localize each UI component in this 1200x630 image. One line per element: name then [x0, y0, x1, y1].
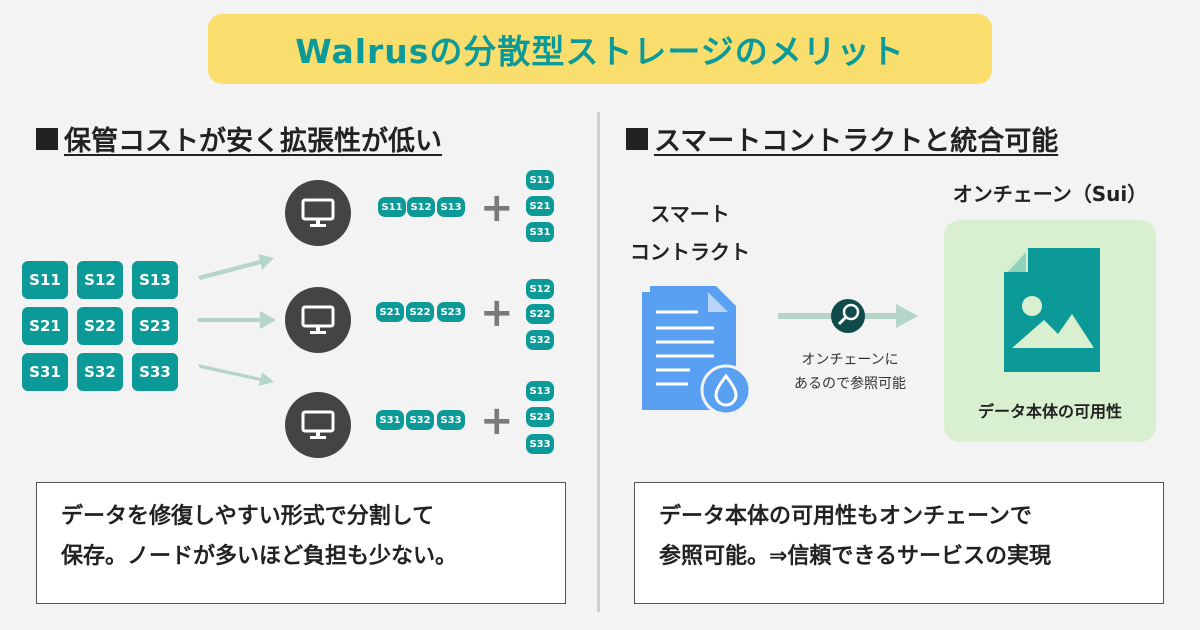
square-bullet-icon — [626, 127, 648, 150]
note-line: 参照可能。⇒信頼できるサービスの実現 — [659, 544, 1051, 569]
parity-chip: S32 — [526, 330, 554, 350]
availability-label: データ本体の可用性 — [977, 402, 1122, 421]
plus-icon: + — [480, 398, 514, 444]
grid-tile: S21 — [22, 307, 68, 345]
arrow-right-icon — [198, 311, 276, 329]
node-chip: S23 — [437, 302, 465, 322]
divider — [597, 112, 600, 612]
image-file-icon — [1004, 248, 1100, 372]
note-line: 保存。ノードが多いほど負担も少ない。 — [61, 544, 458, 569]
title-banner: Walrusの分散型ストレージのメリット — [208, 14, 992, 84]
left-note: データを修復しやすい形式で分割して 保存。ノードが多いほど負担も少ない。 — [36, 482, 566, 604]
right-heading-text: スマートコントラクトと統合可能 — [654, 126, 1059, 157]
storage-node-2 — [285, 287, 351, 353]
contract-label-line: スマート — [650, 202, 730, 226]
document-icon — [642, 286, 752, 416]
contract-label: スマート コントラクト — [600, 195, 780, 271]
grid-tile: S33 — [132, 353, 178, 391]
arrow-caption: オンチェーンに あるので参照可能 — [770, 348, 930, 396]
monitor-icon — [301, 410, 335, 439]
arrow-down-icon — [198, 364, 274, 386]
grid-tile: S23 — [132, 307, 178, 345]
grid-tile: S13 — [132, 261, 178, 299]
monitor-icon — [301, 305, 335, 334]
parity-chip: S12 — [526, 279, 554, 299]
page-title: Walrusの分散型ストレージのメリット — [295, 32, 905, 71]
node-chip: S11 — [378, 197, 406, 217]
storage-node-3 — [285, 392, 351, 458]
storage-node-1 — [285, 180, 351, 246]
grid-tile: S31 — [22, 353, 68, 391]
plus-icon: + — [480, 290, 514, 336]
grid-tile: S22 — [77, 307, 123, 345]
grid-tile: S11 — [22, 261, 68, 299]
note-line: データを修復しやすい形式で分割して — [61, 504, 435, 529]
grid-tile: S12 — [77, 261, 123, 299]
plus-icon: + — [480, 185, 514, 231]
parity-chip: S33 — [526, 434, 554, 454]
node-chip: S31 — [376, 410, 404, 430]
node-chip: S22 — [406, 302, 434, 322]
node-chip: S21 — [376, 302, 404, 322]
distribution-arrows — [198, 254, 276, 386]
parity-chip: S23 — [526, 407, 554, 427]
monitor-icon — [301, 198, 335, 227]
caption-line: オンチェーンに — [801, 352, 899, 368]
node-chip: S12 — [407, 197, 435, 217]
parity-chip: S13 — [526, 381, 554, 401]
left-heading: 保管コストが安く拡張性が低い — [36, 119, 442, 158]
square-bullet-icon — [36, 127, 58, 150]
parity-chip: S22 — [526, 304, 554, 324]
parity-chip: S21 — [526, 196, 554, 216]
node-chip: S13 — [437, 197, 465, 217]
arrow-up-icon — [198, 254, 274, 280]
note-line: データ本体の可用性もオンチェーンで — [659, 504, 1032, 529]
reference-arrow — [778, 299, 918, 333]
parity-chip: S11 — [526, 170, 554, 190]
contract-label-line: コントラクト — [630, 240, 750, 264]
onchain-label: オンチェーン（Sui） — [952, 182, 1148, 206]
caption-line: あるので参照可能 — [794, 376, 906, 392]
grid-tile: S32 — [77, 353, 123, 391]
shard-grid: S11 S12 S13 S21 S22 S23 S31 S32 S33 — [22, 261, 182, 391]
right-heading: スマートコントラクトと統合可能 — [626, 119, 1058, 158]
node-chip: S32 — [406, 410, 434, 430]
left-heading-text: 保管コストが安く拡張性が低い — [64, 126, 442, 157]
node-chip: S33 — [437, 410, 465, 430]
right-note: データ本体の可用性もオンチェーンで 参照可能。⇒信頼できるサービスの実現 — [634, 482, 1164, 604]
parity-chip: S31 — [526, 222, 554, 242]
